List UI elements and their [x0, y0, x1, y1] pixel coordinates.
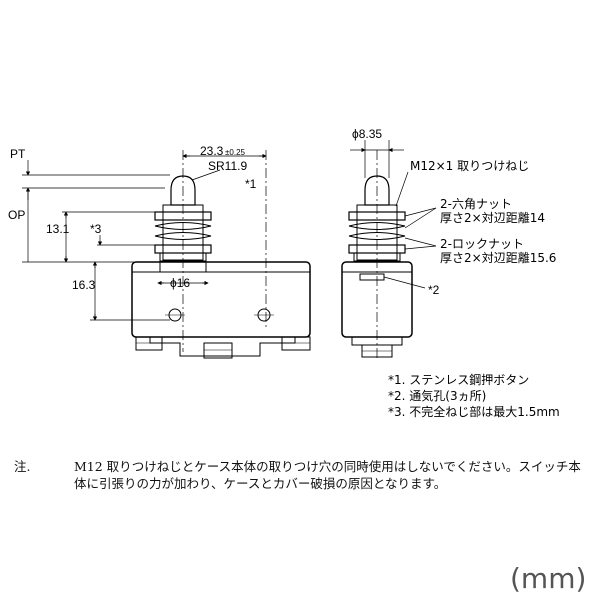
dim-16-3-label: 16.3 [72, 278, 96, 292]
hex-nut-label-line1: 2-六角ナット [440, 197, 512, 211]
legend-note-1: *1. ステンレス鋼押ボタン [388, 373, 529, 387]
op-label: OP [8, 208, 25, 222]
dim-phi8-35-label: ϕ8.35 [352, 127, 382, 141]
dim-phi16-label: ϕ16 [170, 276, 190, 290]
width-dim-label: 23.3 [200, 144, 224, 158]
front-view-dimensions [22, 153, 267, 321]
unit-label: (mm) [510, 562, 587, 595]
dim-13-1-label: 13.1 [46, 222, 70, 236]
side-view [341, 150, 413, 360]
mount-thread-label: M12×1 取りつけねじ [410, 159, 529, 173]
radius-label: SR11.9 [208, 159, 247, 173]
side-view-dimensions [350, 140, 437, 289]
caution-note-label: 注. [14, 459, 31, 474]
note1-marker: *1 [245, 177, 257, 191]
width-tolerance-label: ±0.25 [225, 148, 246, 157]
side-view-labels: ϕ8.35 M12×1 取りつけねじ 2-六角ナット 厚さ2×対辺距離14 2-… [352, 127, 556, 297]
caution-note-text: M12 取りつけねじとケース本体の取りつけ穴の同時使用はしないでください。スイッ… [74, 459, 581, 491]
legend: *1. ステンレス鋼押ボタン *2. 通気孔(3ヵ所) *3. 不完全ねじ部は最… [388, 373, 560, 419]
legend-note-2: *2. 通気孔(3ヵ所) [388, 388, 486, 403]
lock-nut-label-line2: 厚さ2×対辺距離15.6 [440, 251, 556, 265]
note2-marker: *2 [428, 283, 440, 297]
lock-nut-label-line1: 2-ロックナット [440, 237, 524, 251]
note3-marker: *3 [90, 222, 102, 236]
pt-label: PT [10, 147, 26, 161]
legend-note-3: *3. 不完全ねじ部は最大1.5mm [388, 404, 560, 419]
hex-nut-label-line2: 厚さ2×対辺距離14 [440, 211, 545, 225]
front-view-labels: PT OP 23.3 ±0.25 SR11.9 *1 13.1 *3 16.3 … [8, 144, 257, 292]
caution-note: 注. M12 取りつけねじとケース本体の取りつけ穴の同時使用はしないでください。ス… [14, 458, 584, 492]
front-view [131, 150, 311, 359]
